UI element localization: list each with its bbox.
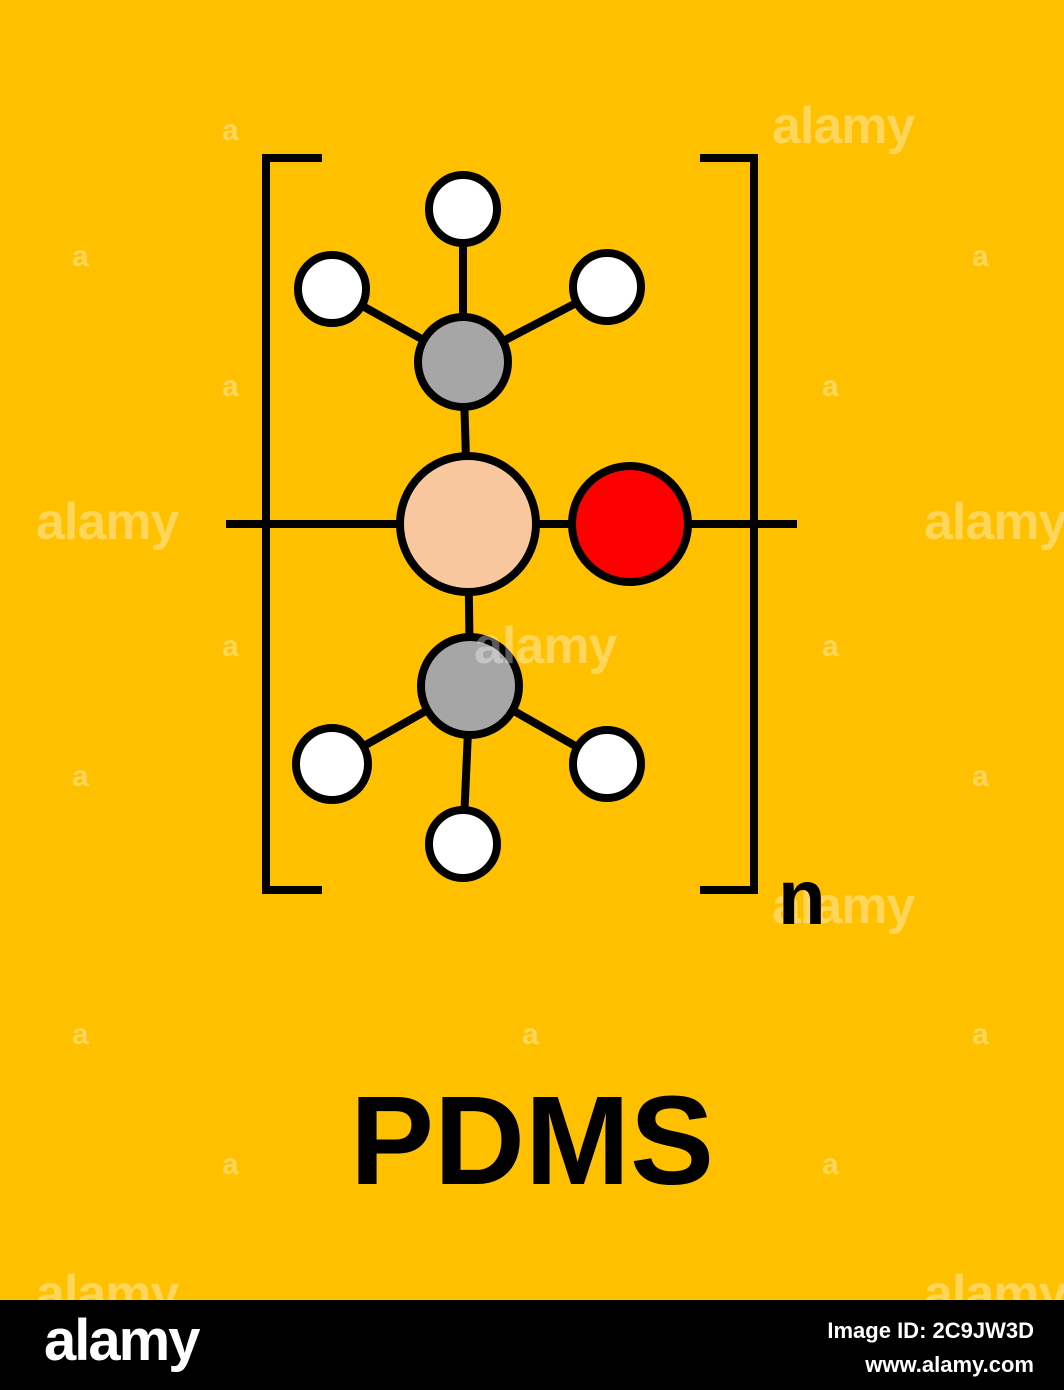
watermark-letter: a <box>222 370 239 403</box>
footer-image-id: Image ID: 2C9JW3D <box>827 1318 1034 1343</box>
watermark-letter: a <box>72 760 89 793</box>
footer-website: www.alamy.com <box>865 1352 1034 1377</box>
watermark-text: alamy <box>36 493 179 551</box>
silicon-atom <box>396 452 540 596</box>
hydrogen-atom-top <box>425 171 501 247</box>
hydrogen-atom-bottom <box>425 806 501 882</box>
hydrogen-atom-lower-left <box>292 724 372 804</box>
watermark-letter: a <box>522 1018 539 1051</box>
watermark-letter: a <box>72 1018 89 1051</box>
compound-name-title: PDMS <box>349 1070 715 1211</box>
watermark-text: alamy <box>474 617 617 675</box>
watermark-letter: a <box>222 1148 239 1181</box>
watermark-letter: a <box>822 370 839 403</box>
stock-footer-bar: alamy Image ID: 2C9JW3D www.alamy.com <box>0 1300 1064 1390</box>
carbon-atom-bottom <box>417 633 523 739</box>
watermark-letter: a <box>822 1148 839 1181</box>
watermark-letter: a <box>972 760 989 793</box>
watermark-letter: a <box>222 630 239 663</box>
hydrogen-atom-upper-left <box>294 251 370 327</box>
background <box>0 0 1064 1300</box>
watermark-text: alamy <box>772 97 915 155</box>
repeat-unit-subscript: n <box>778 853 826 941</box>
pdms-structure-diagram <box>0 0 1064 1300</box>
watermark-letter: a <box>972 1018 989 1051</box>
oxygen-atom <box>568 462 692 586</box>
hydrogen-atom-upper-right <box>569 249 645 325</box>
watermark-letter: a <box>972 240 989 273</box>
left-bracket <box>262 154 322 894</box>
watermark-letter: a <box>222 114 239 147</box>
watermark-letter: a <box>72 240 89 273</box>
illustration-canvas: a alamy a a a a alamy alamy alamy a a a … <box>0 0 1064 1300</box>
watermark-text: alamy <box>924 493 1064 551</box>
carbon-atom-top <box>414 313 512 411</box>
footer-brand-logo: alamy <box>44 1308 200 1373</box>
watermark-letter: a <box>822 630 839 663</box>
right-bracket <box>700 154 758 894</box>
watermark-text: alamy <box>772 877 915 935</box>
hydrogen-atom-lower-right <box>569 726 645 802</box>
